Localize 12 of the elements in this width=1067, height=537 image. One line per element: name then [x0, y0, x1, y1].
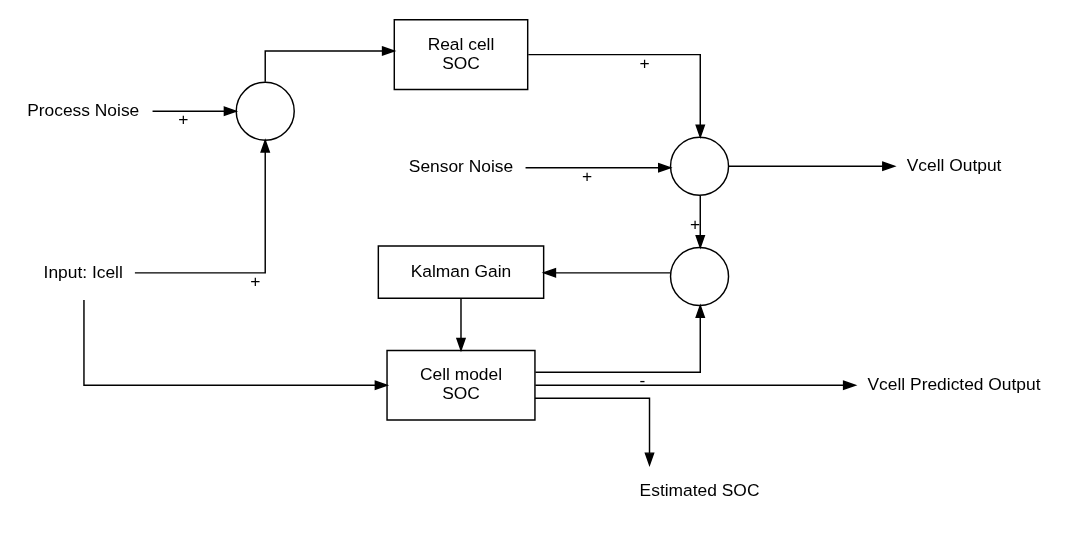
edge-label: +: [690, 213, 701, 234]
node-text: Input: Icell: [43, 262, 123, 283]
node-text: Vcell Predicted Output: [867, 373, 1041, 394]
edge-label: +: [250, 270, 261, 291]
edge-label: +: [639, 52, 650, 73]
node-text: Sensor Noise: [408, 156, 514, 177]
edge-label: +: [581, 165, 593, 186]
node-text: Estimated SOC: [639, 479, 760, 500]
node-text: Vcell Output: [906, 154, 1002, 175]
edge-label: -: [639, 370, 646, 391]
edge-label: +: [178, 109, 189, 130]
node-text: Process Noise: [27, 99, 140, 120]
